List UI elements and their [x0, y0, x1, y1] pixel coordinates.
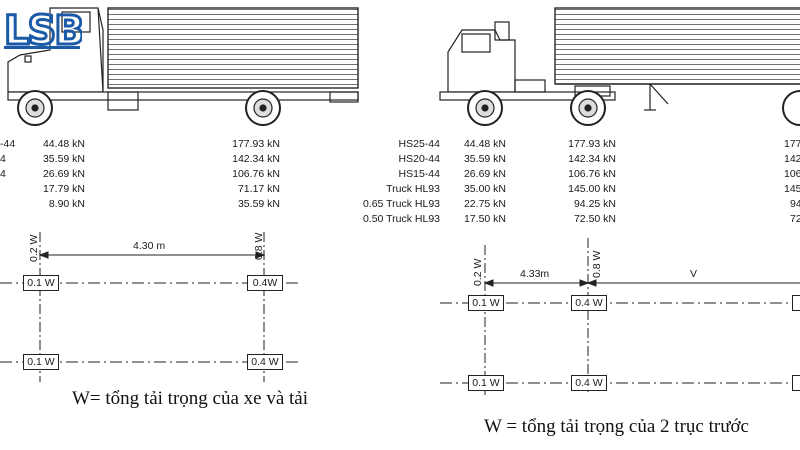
- table-row-name: 0.50 Truck HL93: [362, 213, 440, 225]
- wheel-load-box: 0.1 W: [468, 295, 504, 311]
- table-row-name: Truck HL93: [386, 183, 440, 195]
- trailer-axle-load: 94: [790, 198, 800, 210]
- table-row-name: HS15-44: [398, 168, 440, 180]
- axle-spacing-label: 4.30 m: [133, 240, 166, 252]
- wheel-load-box: 0.1 W: [468, 375, 504, 391]
- trailer-axle-load: 145: [784, 183, 800, 195]
- rear-axle-load: 35.59 kN: [237, 198, 280, 210]
- wheel-load-box: 0.1 W: [23, 275, 59, 291]
- rear-axle-load: 106.76 kN: [568, 168, 616, 180]
- rear-axle-load: 106.76 kN: [232, 168, 280, 180]
- right-caption: W = tổng tải trọng của 2 trục trước: [484, 416, 749, 437]
- front-axle-load: 17.79 kN: [42, 183, 85, 195]
- front-axle-load: 44.48 kN: [463, 138, 506, 150]
- wheel-load-box: 0.4W: [247, 275, 283, 291]
- rear-axle-label: 0.8 W: [253, 232, 265, 260]
- table-row-name: 0.65 Truck HL93: [362, 198, 440, 210]
- trailer-axle-load: 72: [790, 213, 800, 225]
- front-axle-label: 0.2 W: [472, 258, 484, 286]
- variable-spacing-label: V: [690, 268, 698, 280]
- rear-axle-load: 142.34 kN: [232, 153, 280, 165]
- front-axle-load: 22.75 kN: [463, 198, 506, 210]
- wheel-load-box: 0.4 W: [247, 354, 283, 370]
- rear-axle-load: 177.93 kN: [232, 138, 280, 150]
- front-axle-load: 26.69 kN: [42, 168, 85, 180]
- axle-spacing-label: 4.33m: [520, 268, 550, 280]
- trailer-axle-load: 177: [784, 138, 800, 150]
- rear-axle-load: 142.34 kN: [568, 153, 616, 165]
- trailer-axle-load: 106: [784, 168, 800, 180]
- lsb-logo: LSB: [3, 6, 87, 56]
- rear-axle-load: 72.50 kN: [573, 213, 616, 225]
- trailer-wheel-box-partial: [792, 375, 800, 391]
- right-axle-diagram: [440, 238, 800, 395]
- front-axle-load: 44.48 kN: [42, 138, 85, 150]
- wheel-load-box: 0.1 W: [23, 354, 59, 370]
- wheel-load-box: 0.4 W: [571, 375, 607, 391]
- front-axle-load: 8.90 kN: [48, 198, 85, 210]
- rear-axle-load: 177.93 kN: [568, 138, 616, 150]
- table-row-name: 4: [0, 153, 6, 165]
- right-truck-icon: [439, 7, 800, 126]
- table-row-name: HS25-44: [398, 138, 440, 150]
- rear-axle-load: 94.25 kN: [573, 198, 616, 210]
- table-row-name: HS20-44: [398, 153, 440, 165]
- lsb-logo-icon: LSB: [3, 7, 87, 56]
- front-axle-load: 17.50 kN: [463, 213, 506, 225]
- table-row-name: -44: [0, 138, 16, 150]
- front-axle-label: 0.2 W: [28, 234, 40, 262]
- front-axle-load: 35.00 kN: [463, 183, 506, 195]
- left-caption: W= tổng tải trọng của xe và tải: [72, 388, 308, 409]
- mid-axle-label: 0.8 W: [591, 250, 603, 278]
- rear-axle-load: 71.17 kN: [237, 183, 280, 195]
- trailer-wheel-box-partial: [792, 295, 800, 311]
- front-axle-load: 35.59 kN: [42, 153, 85, 165]
- front-axle-load: 26.69 kN: [463, 168, 506, 180]
- wheel-load-box: 0.4 W: [571, 295, 607, 311]
- front-axle-load: 35.59 kN: [463, 153, 506, 165]
- rear-axle-load: 145.00 kN: [568, 183, 616, 195]
- table-row-name: 4: [0, 168, 6, 180]
- trailer-axle-load: 142: [784, 153, 800, 165]
- left-truck-icon: [7, 7, 359, 126]
